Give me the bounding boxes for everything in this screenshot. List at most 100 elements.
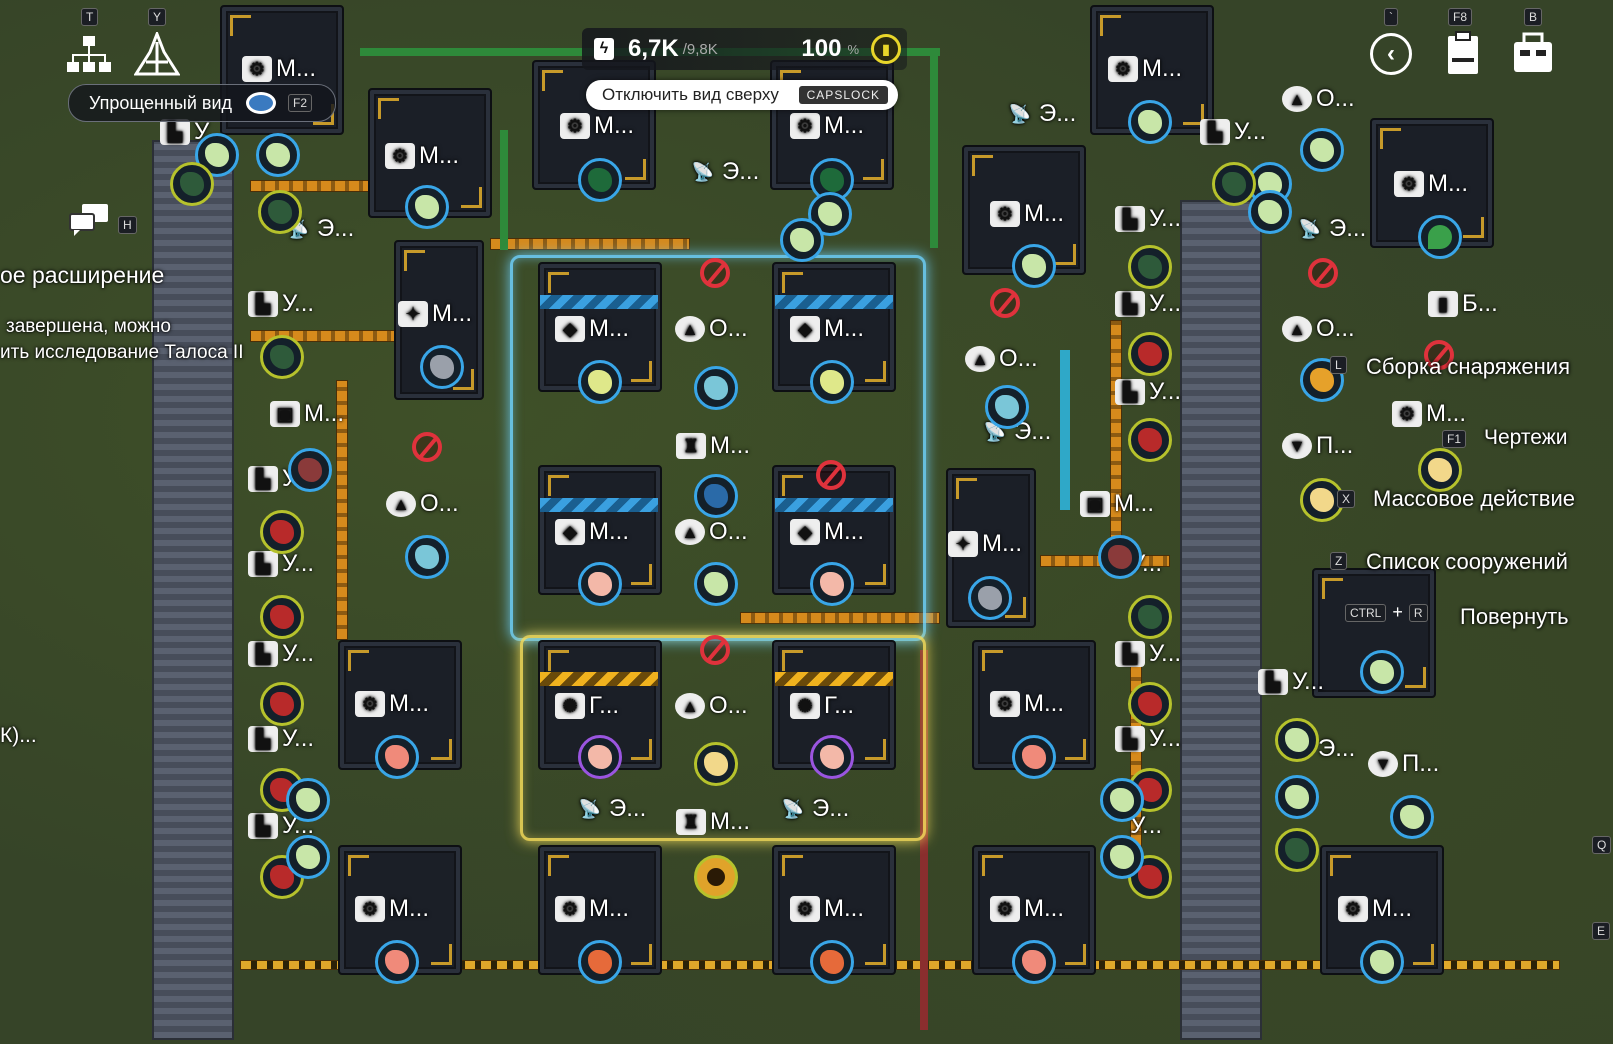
outlet-label[interactable]: ▲О...	[1282, 85, 1355, 113]
conveyor-column-left[interactable]	[152, 140, 234, 1040]
resource-slot[interactable]	[286, 835, 330, 879]
unloader-label[interactable]: ▙У...	[1200, 118, 1266, 146]
resource-slot[interactable]	[405, 535, 449, 579]
rotate-menu[interactable]: Повернуть	[1460, 604, 1569, 629]
relay-label[interactable]: 📡Э...	[1005, 100, 1076, 128]
resource-slot[interactable]	[1212, 162, 1256, 206]
blueprints-menu[interactable]: Чертежи	[1484, 426, 1568, 449]
resource-slot[interactable]	[1360, 940, 1404, 984]
resource-slot[interactable]	[260, 510, 304, 554]
machine-label[interactable]: ⚙М...	[1394, 170, 1468, 198]
resource-slot[interactable]	[780, 218, 824, 262]
unloader-label[interactable]: ▙У...	[1115, 290, 1181, 318]
resource-slot[interactable]	[256, 133, 300, 177]
unloader-label[interactable]: ▙У...	[248, 640, 314, 668]
machine-label[interactable]: ⚙М...	[560, 112, 634, 140]
rotate-hotkey[interactable]: CTRL + R	[1345, 602, 1428, 623]
outlet-label[interactable]: ▲О...	[1282, 315, 1355, 343]
machine-label[interactable]: ⚙М...	[790, 895, 864, 923]
resource-slot[interactable]	[1275, 828, 1319, 872]
structures-list-menu[interactable]: Список сооружений	[1366, 549, 1568, 574]
unloader-label[interactable]: ▙У...	[1115, 205, 1181, 233]
resource-slot[interactable]	[1128, 595, 1172, 639]
unloader-label[interactable]: ▙У...	[1258, 668, 1324, 696]
packager-label[interactable]: ▼П...	[1282, 432, 1353, 460]
resource-slot[interactable]	[810, 940, 854, 984]
outlet-label[interactable]: ▲О...	[675, 518, 748, 546]
belt-left-b[interactable]	[250, 180, 370, 192]
resource-slot[interactable]	[810, 360, 854, 404]
unloader-label[interactable]: ▙У...	[160, 118, 226, 146]
belt-mid-center[interactable]	[740, 612, 940, 624]
resource-slot[interactable]	[1248, 190, 1292, 234]
resource-slot[interactable]	[1012, 940, 1056, 984]
conveyor-column-right[interactable]	[1180, 200, 1262, 1040]
resource-slot[interactable]	[420, 345, 464, 389]
resource-slot[interactable]	[1418, 448, 1462, 492]
unloader-label[interactable]: ▙У...	[1115, 725, 1181, 753]
resource-slot[interactable]	[1012, 735, 1056, 779]
clipboard-icon[interactable]	[1446, 30, 1480, 76]
resource-slot[interactable]	[260, 335, 304, 379]
resource-slot[interactable]	[968, 576, 1012, 620]
resource-slot[interactable]	[170, 162, 214, 206]
machine-label[interactable]: ⚙М...	[242, 55, 316, 83]
belt-top-center[interactable]	[490, 238, 690, 250]
resource-slot[interactable]	[260, 595, 304, 639]
resource-slot[interactable]	[810, 562, 854, 606]
resource-slot[interactable]	[1300, 128, 1344, 172]
machine-label[interactable]: ◆М...	[790, 518, 864, 546]
machine-label[interactable]: ✺Г...	[555, 692, 619, 720]
belt-vertical-a[interactable]	[336, 380, 348, 640]
backpack-icon[interactable]	[1508, 32, 1558, 74]
relay-label[interactable]: 📡Э...	[1295, 215, 1366, 243]
resource-slot[interactable]	[375, 940, 419, 984]
tech-tower-icon[interactable]	[133, 29, 181, 76]
assembly-menu[interactable]: Сборка снаряжения	[1366, 354, 1571, 379]
outlet-label[interactable]: ▲О...	[386, 490, 459, 518]
machine-label[interactable]: ✦М...	[948, 530, 1022, 558]
resource-slot[interactable]	[810, 735, 854, 779]
machine-23[interactable]	[1312, 568, 1436, 698]
resource-slot[interactable]	[1128, 418, 1172, 462]
machine-label[interactable]: ◆М...	[790, 315, 864, 343]
resource-slot[interactable]	[375, 735, 419, 779]
simplified-view-button[interactable]: Упрощенный вид F2	[68, 84, 336, 122]
resource-slot[interactable]	[694, 366, 738, 410]
machine-label[interactable]: ◆М...	[555, 518, 629, 546]
outlet-label[interactable]: ▲О...	[675, 692, 748, 720]
resource-slot[interactable]	[1275, 775, 1319, 819]
resource-slot[interactable]	[405, 185, 449, 229]
resource-slot[interactable]	[1128, 332, 1172, 376]
resource-slot[interactable]	[578, 360, 622, 404]
resource-slot[interactable]	[1390, 795, 1434, 839]
resource-slot[interactable]	[808, 192, 852, 236]
machine-label[interactable]: ⚙М...	[555, 895, 629, 923]
relay-label[interactable]: Э...	[1318, 735, 1356, 762]
outlet-label[interactable]: ▲О...	[965, 345, 1038, 373]
resource-slot[interactable]	[258, 190, 302, 234]
resource-slot[interactable]	[1275, 718, 1319, 762]
machine-label[interactable]: ⚙М...	[790, 112, 864, 140]
resource-slot[interactable]	[1128, 100, 1172, 144]
resource-slot[interactable]	[1100, 835, 1144, 879]
resource-slot[interactable]	[1128, 855, 1172, 899]
unloader-label[interactable]: ▙У...	[1115, 640, 1181, 668]
resource-slot[interactable]	[694, 562, 738, 606]
power-bar[interactable]: ϟ 6,7K /9,8K 100 % ▮	[582, 28, 907, 70]
machine-label[interactable]: ⚙М...	[1108, 55, 1182, 83]
resource-slot[interactable]	[578, 158, 622, 202]
machine-label[interactable]: ✦М...	[398, 300, 472, 328]
resource-slot[interactable]	[1418, 215, 1462, 259]
relay-label[interactable]: 📡Э...	[575, 795, 646, 823]
mass-action-menu[interactable]: Массовое действие	[1373, 486, 1575, 511]
unloader-label[interactable]: ▙У...	[248, 550, 314, 578]
outlet-label[interactable]: ▲О...	[675, 315, 748, 343]
machine-label[interactable]: ✺Г...	[790, 692, 854, 720]
belt-bottom[interactable]	[240, 960, 1560, 970]
relay-label[interactable]: 📡Э...	[283, 215, 354, 243]
resource-slot[interactable]	[694, 855, 738, 899]
machine-label[interactable]: ⚙М...	[990, 200, 1064, 228]
resource-slot[interactable]	[288, 448, 332, 492]
machine-label[interactable]: ⚙М...	[1392, 400, 1466, 428]
